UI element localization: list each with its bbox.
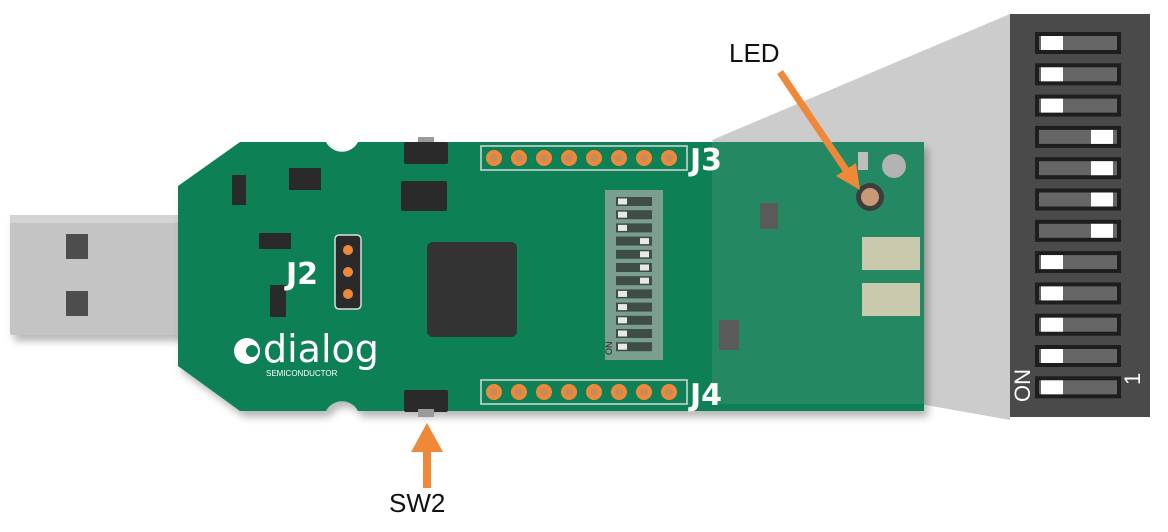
dip-switch-knob <box>1041 317 1063 332</box>
dip-switch-small <box>605 190 663 360</box>
dip-switch-slot <box>616 263 652 272</box>
rf-pad <box>862 283 920 316</box>
j4-label: J4 <box>688 378 722 413</box>
dip-switch-knob <box>1041 349 1063 363</box>
dip-switch-slot <box>616 210 652 220</box>
dip-switch-knob <box>640 277 649 284</box>
dip-switch-knob <box>1041 380 1063 395</box>
dip-switch-slot <box>616 276 652 286</box>
dip-switch-knob <box>618 330 627 337</box>
dip-switch-large <box>1010 14 1150 417</box>
dip-switch-knob <box>618 304 627 311</box>
dip-switch-knob <box>640 251 649 258</box>
dip-on-label: ON <box>1010 369 1035 402</box>
dip-switch-knob <box>1091 192 1113 207</box>
dip-switch-knob <box>640 238 649 245</box>
dip-switch-slot <box>616 249 652 259</box>
smd-component <box>719 320 739 350</box>
dip-switch-knob <box>618 211 627 218</box>
sw1-button <box>404 137 448 164</box>
dip-switch-knob <box>640 264 649 271</box>
dip-switch-knob <box>618 290 627 297</box>
led-arrow <box>777 70 860 190</box>
dip-switch-knob <box>1041 255 1063 270</box>
dip-switch-knob <box>1091 161 1113 176</box>
dip-switch-knob <box>1041 98 1063 113</box>
dip-switch-knob <box>618 198 627 205</box>
dip-small-on-label: ON <box>604 342 614 356</box>
logo-subtitle: SEMICONDUCTOR <box>266 369 338 378</box>
dip-switch-knob <box>618 224 627 231</box>
dip-switch-slot <box>616 223 652 233</box>
sw2-arrow <box>411 423 443 488</box>
dip-switch-slot <box>616 289 652 299</box>
dip-switch-knob <box>618 343 627 350</box>
dip-switch-knob <box>1091 223 1113 238</box>
dip-switch-slot <box>616 236 652 246</box>
usb-connector <box>10 215 205 335</box>
smd-component <box>760 203 778 229</box>
smd-component <box>401 181 447 211</box>
sw2-button <box>404 390 448 417</box>
dip-switch-knob <box>1041 286 1063 301</box>
dip-one-label: 1 <box>1120 373 1145 385</box>
dip-switch-knob <box>1041 67 1063 82</box>
smd-component <box>270 285 286 317</box>
main-chip <box>427 242 517 337</box>
dip-switch-slot <box>616 302 652 312</box>
led-component <box>856 152 906 211</box>
dialog-logo: dialog SEMICONDUCTOR <box>234 327 379 378</box>
j4-header <box>480 379 688 405</box>
rf-pad <box>862 237 920 270</box>
dip-switch-slot <box>616 197 652 206</box>
sw2-callout-label: SW2 <box>389 488 446 518</box>
magnifier-overlay <box>712 140 924 404</box>
smd-component <box>232 175 246 205</box>
smd-component <box>259 233 291 249</box>
dip-switch-slot <box>616 315 652 325</box>
led-callout-label: LED <box>729 38 780 68</box>
j3-header <box>480 145 688 171</box>
j2-label: J2 <box>284 257 318 292</box>
smd-component <box>289 168 321 190</box>
dip-switch-knob <box>618 317 627 324</box>
dip-switch-slot <box>616 329 652 338</box>
dip-switch-knob <box>1041 36 1063 50</box>
j2-header <box>334 234 362 310</box>
dip-switch-slot <box>616 342 652 352</box>
j3-label: J3 <box>688 143 722 178</box>
dip-switch-knob <box>1091 129 1113 144</box>
logo-wordmark: dialog <box>263 327 379 371</box>
